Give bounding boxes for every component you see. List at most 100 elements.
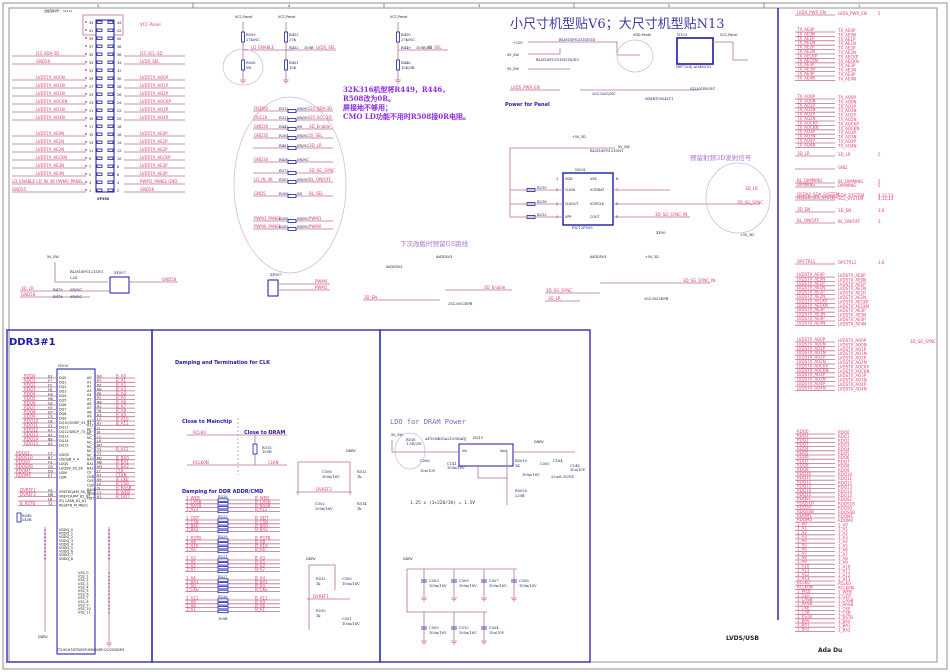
connector-net-label: LVDS_SEL (140, 59, 160, 64)
connector-pin-number: 35 (89, 53, 93, 57)
ir-r478-val: 0R/NC (70, 295, 82, 299)
connector-net-label: LVDSTX_AE2P (140, 147, 168, 152)
ddr-net: RDQS0 (16, 460, 31, 465)
offpage-port: 1_RASB (838, 602, 853, 607)
ldo-cout3-val: 22u/6.3V/NC (551, 475, 575, 479)
sync-ferrite: BLM18PG121SN1 (590, 149, 623, 153)
offpage-port: 1_ODT (838, 594, 852, 599)
damping-in-net: 1_ODT (186, 516, 200, 521)
ddr-net: RDQ4 (24, 392, 36, 397)
chip-pin-name: ICSPDAT (590, 188, 605, 192)
offpage-port: 1_A2 (838, 531, 848, 536)
jumper-resistor (287, 194, 297, 198)
connector-pin (96, 84, 103, 88)
ddr-net: B_A2 (116, 382, 126, 387)
offpage-net: RDQ1 (797, 433, 809, 438)
ddr-net: RDQM0 (16, 473, 31, 478)
ddr-net: B_A3 (116, 387, 126, 392)
offpage-net: 1_RSTB (797, 614, 812, 619)
offpage-net: RDQ14 (797, 488, 812, 493)
offpage-net: LVDSTX_AO3N (797, 377, 826, 382)
ddr-pin-name: NC_2 (87, 436, 96, 440)
connector-net-label: LVDSTX_AO3N (36, 107, 65, 112)
offpage-port: LVDSTX_AOCKP (838, 364, 870, 369)
ddr-pin-name: DQ15 (59, 444, 69, 448)
offpage-port: LVDSTX_AE3N (838, 313, 866, 318)
offpage-net: 1_A4 (797, 538, 807, 543)
offpage-net: RDQ3 (797, 442, 809, 447)
connector-pin (96, 100, 103, 104)
jumper-left-net: GND35 (254, 133, 269, 138)
ddr-net: B_WEB (116, 490, 130, 495)
ldo-cout4: C148 (570, 464, 580, 468)
connector-pin-number: 24 (117, 101, 121, 105)
ddr-pin: M7 (97, 444, 102, 448)
offpage-net: TX_AOCKN (796, 125, 818, 130)
ddr-pin: R2 (97, 405, 102, 409)
connector-net-label: LVDSTX_AO1P (140, 83, 169, 88)
ddr-pin: C7 (48, 452, 53, 456)
offpage-net: 1_A3 (797, 534, 807, 539)
damping-resistor (217, 558, 229, 562)
ddr-net: RDQS0B (16, 464, 33, 469)
offpage-net: 1_CASB (797, 597, 813, 602)
offpage-port: LVDSTX_AO4N (838, 386, 867, 391)
offpage-port: TX_AE1N (837, 41, 856, 46)
offpage-net: RDQS1 (797, 496, 812, 501)
wire-12v (528, 41, 640, 56)
ddr-pin-name: DQ6 (59, 403, 66, 407)
damping-out-net: B_A7 (255, 567, 265, 572)
connector-pin (96, 36, 103, 40)
damping-in-net: 1_BA2 (186, 527, 199, 532)
offpage-net: LVDSTX_AE3N (797, 312, 825, 317)
damping-out-net: B_A11 (255, 596, 268, 601)
offpage-net: LVDSTX_AE4N (797, 320, 825, 325)
connector-left-pins: 4341393735I2C-SDA-3D33GND503129LVDSTX_AO… (12, 20, 103, 193)
ddr-pin-name: VDDQ_1 (59, 532, 73, 536)
offpage-port: 3D_EN (838, 208, 851, 213)
offpage-net: LVDSTX_AO4P (797, 381, 826, 386)
ddr-pin: B7 (48, 456, 52, 460)
clk-out-n: CLKN (268, 460, 279, 465)
decap-value: 10u/10V (489, 631, 505, 635)
c500-val: 100n/16V (342, 582, 360, 586)
connector-net-label: I2C-SCL-3D (140, 51, 163, 56)
ddr-net: RDQ6 (24, 401, 36, 406)
jumper-value: 0R/NC (297, 134, 309, 138)
mosfet-ref: N133 (677, 33, 688, 37)
offpage-port: LVDSTX_AECKP (838, 299, 869, 304)
ddr-pin-name: DQ1 (59, 381, 66, 385)
ir-net-3d-lr: 3D_LR (21, 286, 34, 291)
offpage-net: TX_AE1N (796, 40, 815, 45)
ddr-net: B_A5 (116, 395, 126, 400)
damping-resistor (217, 529, 229, 534)
connector-pin (107, 132, 114, 136)
damping-in-net: 1_CASB (186, 500, 202, 505)
ddr-pin-name: DQ3 (59, 390, 66, 394)
ddr-net: RDQ1 (24, 378, 36, 383)
capacitor-icon (421, 626, 427, 630)
vref1-rail: DDRV (306, 557, 316, 561)
offpage-net: OSDA0_SDA_SYSTEM (797, 192, 840, 197)
damping-in-net: 1_A0 (186, 583, 196, 588)
ir-rail-label: 5V_SW (47, 255, 59, 259)
ir-ferrite-label: BLM18PG121SN1 (70, 270, 103, 274)
ground-icon (481, 638, 487, 645)
damping-out-net: B_CSB (255, 520, 268, 525)
junction-dot (85, 37, 87, 39)
offpage-net: RDQM1 (797, 513, 812, 518)
ddr-pin-name: BA2 (87, 466, 94, 470)
ddr-pin-name: VSS_0 (78, 571, 88, 575)
ldo-in-wire (391, 440, 458, 453)
decap-value: 100n/16V (519, 584, 537, 588)
ddr-pin: C8 (48, 420, 53, 424)
offpage-port: TX_AO0P (837, 95, 857, 100)
ddr-net: RDQS1 (16, 451, 31, 456)
pullup-lower-ref: R506 (246, 61, 256, 65)
connector-pin (96, 164, 103, 168)
c500: C500 (342, 577, 352, 581)
ddr-pin: M3 (97, 465, 102, 469)
jumper-left-net: OSCL0 (254, 115, 268, 120)
ddr-net: B_A7 (116, 404, 126, 409)
